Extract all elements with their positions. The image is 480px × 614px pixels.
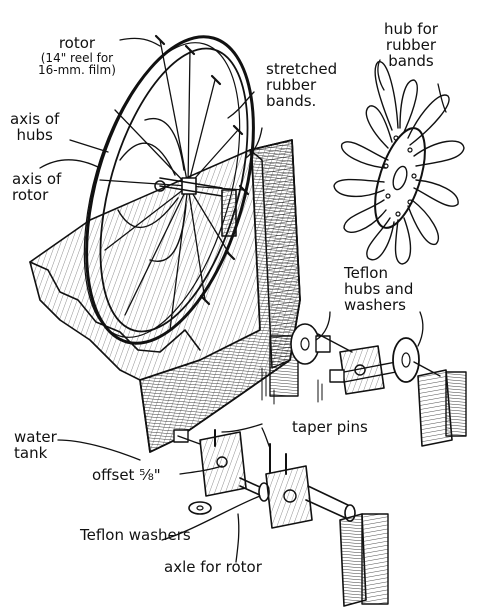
label-taper-pins: taper pins <box>292 418 368 436</box>
label-axis-hubs-line-1: axis of <box>10 110 60 128</box>
label-teflon-hubs-line-2: hubs and <box>344 279 414 298</box>
axle-assembly <box>173 429 389 607</box>
label-axis-hubs-line-2: hubs <box>16 125 53 144</box>
label-teflon-hubs-line-1: Teflon <box>344 264 388 282</box>
label-axis-rotor-line-2: rotor <box>12 185 49 204</box>
label-axis-rotor-line-1: axis of <box>12 170 62 188</box>
rubber-band-hub <box>333 61 465 265</box>
label-axis-of-rotor: axis of rotor <box>12 170 62 204</box>
label-rotor-text: rotor <box>58 34 96 52</box>
label-hub-line-3: bands <box>388 51 434 70</box>
label-teflon-hubs-and-washers: Teflon hubs and washers <box>344 264 414 314</box>
label-water-tank-line-1: water <box>14 428 57 446</box>
label-rotor-note-2: 16-mm. film) <box>38 63 116 78</box>
label-rotor-note-1: (14" reel for <box>40 50 114 65</box>
label-stretched-line-1: stretched <box>266 60 338 78</box>
label-hub-line-2: rubber <box>385 35 437 54</box>
label-teflon-hubs-line-3: washers <box>344 295 406 314</box>
label-stretched-rubber-bands: stretched rubber bands. <box>266 60 338 110</box>
label-teflon-washers: Teflon washers <box>80 526 191 544</box>
label-offset: offset ⅝" <box>92 466 161 484</box>
label-stretched-line-3: bands. <box>266 91 317 110</box>
teflon-hub-assembly <box>261 323 467 447</box>
rotor-wheel <box>83 34 255 345</box>
label-water-tank: water tank <box>14 428 57 462</box>
label-rotor: rotor (14" reel for 16-mm. film) <box>38 34 116 78</box>
label-hub-for-rubber-bands: hub for rubber bands <box>384 20 438 70</box>
leader-lines <box>39 37 447 563</box>
label-stretched-line-2: rubber <box>266 75 317 94</box>
label-water-tank-line-2: tank <box>14 443 48 462</box>
label-hub-line-1: hub for <box>384 20 438 38</box>
label-axle-for-rotor: axle for rotor <box>164 558 262 576</box>
label-axis-of-hubs: axis of hubs <box>10 110 60 144</box>
